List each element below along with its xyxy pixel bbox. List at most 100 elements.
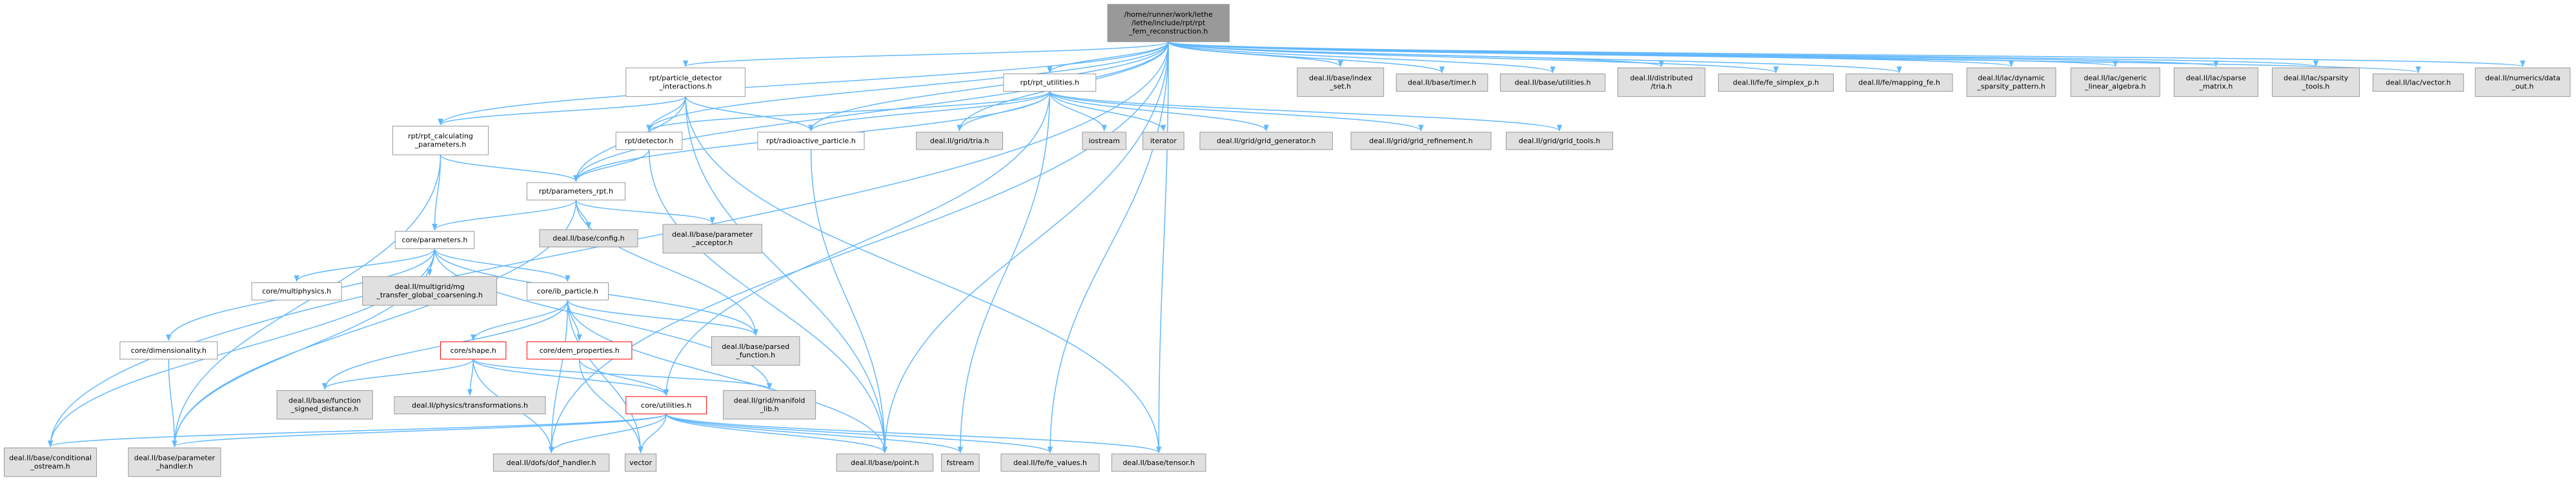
- node-label-parsed_fn-1: _function.h: [735, 351, 775, 359]
- node-label-root-1: /lethe/include/rpt/rpt: [1131, 19, 1206, 27]
- node-box-ib_particle: [526, 282, 609, 301]
- edge-shape-to-fn_signed: [322, 359, 474, 390]
- node-config: deal.II/base/config.h: [539, 229, 638, 248]
- edge-shape-to-transformations: [467, 359, 474, 396]
- node-box-dimensionality: [119, 341, 218, 360]
- edge-pdi-to-radioactive: [685, 96, 814, 132]
- node-box-point: [836, 453, 934, 472]
- node-label-dist_tria-0: deal.II/distributed: [1630, 74, 1693, 82]
- node-label-generic_la-0: deal.II/lac/generic: [2084, 74, 2147, 82]
- edge-root-to-timer: [1168, 41, 1445, 74]
- node-label-fn_signed-0: deal.II/base/function: [289, 397, 361, 405]
- node-box-lac_vector: [2372, 74, 2464, 92]
- node-box-fe_simplex: [1718, 74, 1834, 92]
- node-parsed_fn: deal.II/base/parsed_function.h: [711, 336, 800, 366]
- node-shape[interactable]: core/shape.h: [440, 341, 507, 360]
- node-box-detector: [615, 132, 683, 150]
- node-label-vector-0: vector: [629, 459, 652, 467]
- node-core_util[interactable]: core/utilities.h: [625, 396, 707, 415]
- node-label-data_out-0: deal.II/numerics/data: [2485, 74, 2561, 82]
- node-dist_tria: deal.II/distributed/tria.h: [1617, 67, 1706, 97]
- edge-dem_props-to-vector: [578, 359, 644, 453]
- node-core_params[interactable]: core/parameters.h: [394, 231, 474, 250]
- dependency-edges: [47, 41, 2525, 453]
- node-dimensionality[interactable]: core/dimensionality.h: [119, 341, 218, 360]
- edge-root-to-radioactive: [808, 41, 1169, 132]
- node-label-grid_gen-0: deal.II/grid/grid_generator.h: [1217, 137, 1315, 145]
- node-root[interactable]: /home/runner/work/lethe/lethe/include/rp…: [1107, 4, 1230, 43]
- node-fstream: fstream: [941, 453, 980, 472]
- node-box-core_params: [394, 231, 474, 250]
- edge-ib_particle-to-shape: [471, 299, 569, 341]
- edge-core_params-to-multiphysics: [294, 248, 436, 283]
- node-dem_props[interactable]: core/dem_properties.h: [526, 341, 633, 360]
- node-label-config-0: deal.II/base/config.h: [553, 234, 624, 243]
- edge-ib_particle-to-parsed_fn: [567, 299, 758, 336]
- node-label-fe_simplex-0: deal.II/fe/fe_simplex_p.h: [1733, 79, 1819, 87]
- node-label-param_handler-1: _handler.h: [156, 462, 193, 471]
- edge-root-to-fe_values: [1047, 41, 1169, 453]
- edge-root-to-detector: [646, 41, 1169, 132]
- node-dyn_sparsity: deal.II/lac/dynamic_sparsity_pattern.h: [1966, 67, 2056, 97]
- edge-params_rpt-to-core_params: [432, 199, 577, 231]
- node-grid_tools: deal.II/grid/grid_tools.h: [1506, 132, 1614, 150]
- edge-dem_props-to-core_util: [578, 359, 669, 396]
- node-box-transformations: [394, 396, 546, 415]
- node-box-fstream: [941, 453, 980, 472]
- node-multiphysics[interactable]: core/multiphysics.h: [251, 282, 342, 301]
- node-label-calc_params-0: rpt/rpt_calculating: [408, 132, 473, 141]
- node-box-params_rpt: [526, 182, 626, 201]
- node-box-grid_tria: [916, 132, 1003, 150]
- edge-params_rpt-to-param_acceptor: [575, 199, 715, 224]
- edge-radioactive-to-point: [810, 149, 888, 453]
- node-label-dyn_sparsity-0: deal.II/lac/dynamic: [1978, 74, 2045, 82]
- edge-detector-to-point: [648, 149, 888, 453]
- node-utilities_h[interactable]: rpt/rpt_utilities.h: [1003, 74, 1097, 92]
- node-label-core_params-0: core/parameters.h: [401, 236, 467, 244]
- edge-utilities_h-to-iostream: [1049, 91, 1107, 132]
- node-label-sparsity_tools-0: deal.II/lac/sparsity: [2284, 74, 2349, 82]
- node-param_acceptor: deal.II/base/parameter_acceptor.h: [662, 224, 762, 253]
- node-label-pdi-0: rpt/particle_detector: [649, 74, 722, 82]
- edge-root-to-fe_simplex: [1168, 41, 1779, 74]
- edge-root-to-calc_params: [438, 41, 1169, 126]
- node-cond_ostream: deal.II/base/conditional_ostream.h: [4, 447, 97, 477]
- node-label-tensor-0: deal.II/base/tensor.h: [1122, 459, 1195, 467]
- node-box-vector: [625, 453, 657, 472]
- node-box-fn_signed: [276, 390, 373, 420]
- node-label-root-2: _fem_reconstruction.h: [1128, 27, 1208, 35]
- node-box-iostream: [1082, 132, 1127, 150]
- node-params_rpt[interactable]: rpt/parameters_rpt.h: [526, 182, 626, 201]
- node-box-dof_handler: [492, 453, 610, 472]
- header-nodes: /home/runner/work/lethe/lethe/include/rp…: [4, 4, 2571, 477]
- node-label-index_set-0: deal.II/base/index: [1309, 74, 1372, 82]
- edge-core_util-to-fstream: [665, 413, 963, 453]
- node-detector[interactable]: rpt/detector.h: [615, 132, 683, 150]
- node-box-base_util: [1499, 74, 1606, 92]
- edge-pdi-to-detector: [646, 96, 686, 132]
- edge-core_util-to-fe_values: [665, 413, 1053, 453]
- edge-root-to-point: [882, 41, 1169, 453]
- node-index_set: deal.II/base/index_set.h: [1297, 67, 1384, 97]
- edge-dimensionality-to-param_handler: [168, 359, 177, 448]
- node-box-sparsity_tools: [2271, 67, 2360, 97]
- node-radioactive[interactable]: rpt/radioactive_particle.h: [757, 132, 865, 150]
- node-box-pdi: [625, 67, 745, 97]
- node-transformations: deal.II/physics/transformations.h: [394, 396, 546, 415]
- node-ib_particle[interactable]: core/ib_particle.h: [526, 282, 609, 301]
- node-box-grid_gen: [1199, 132, 1333, 150]
- node-label-timer-0: deal.II/base/timer.h: [1408, 79, 1476, 87]
- node-label-lac_vector-0: deal.II/lac/vector.h: [2386, 79, 2451, 87]
- node-box-radioactive: [757, 132, 865, 150]
- node-timer: deal.II/base/timer.h: [1395, 74, 1488, 92]
- edge-core_util-to-dof_handler: [548, 413, 667, 453]
- node-box-cond_ostream: [4, 447, 97, 477]
- node-pdi[interactable]: rpt/particle_detector_interactions.h: [625, 67, 745, 97]
- node-box-mapping_fe: [1845, 74, 1953, 92]
- edge-core_util-to-point: [665, 413, 887, 453]
- node-label-dem_props-0: core/dem_properties.h: [540, 346, 620, 355]
- node-label-fn_signed-1: _signed_distance.h: [290, 405, 359, 413]
- node-calc_params[interactable]: rpt/rpt_calculating_parameters.h: [392, 125, 489, 155]
- node-box-timer: [1395, 74, 1488, 92]
